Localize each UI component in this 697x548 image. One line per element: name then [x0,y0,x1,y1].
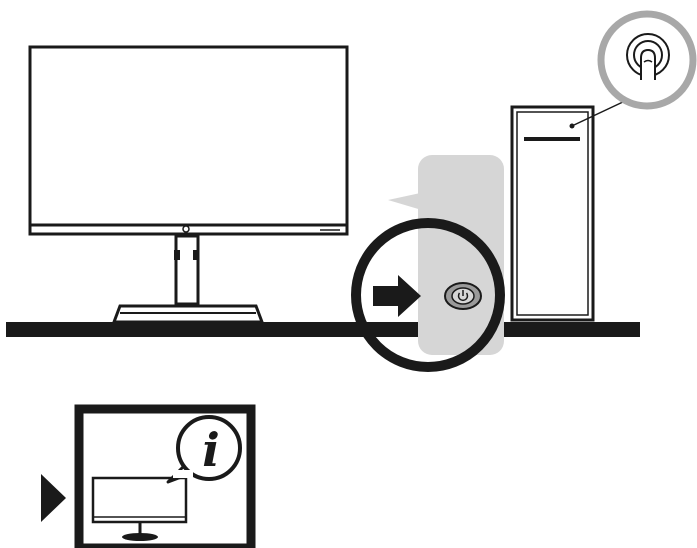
pc-power-dot [570,124,575,129]
monitor-icon [30,47,347,322]
desk-surface [6,322,640,337]
monitor-led [183,226,189,232]
step-2-info-screen: i [41,409,251,548]
play-triangle-icon [41,474,66,522]
step-1-press-power [6,14,693,367]
power-button-icon [445,283,481,309]
info-icon: i [202,423,219,477]
finger-press-callout [601,14,693,106]
pc-tower-icon [512,107,593,320]
arrow-right-icon [373,275,421,317]
